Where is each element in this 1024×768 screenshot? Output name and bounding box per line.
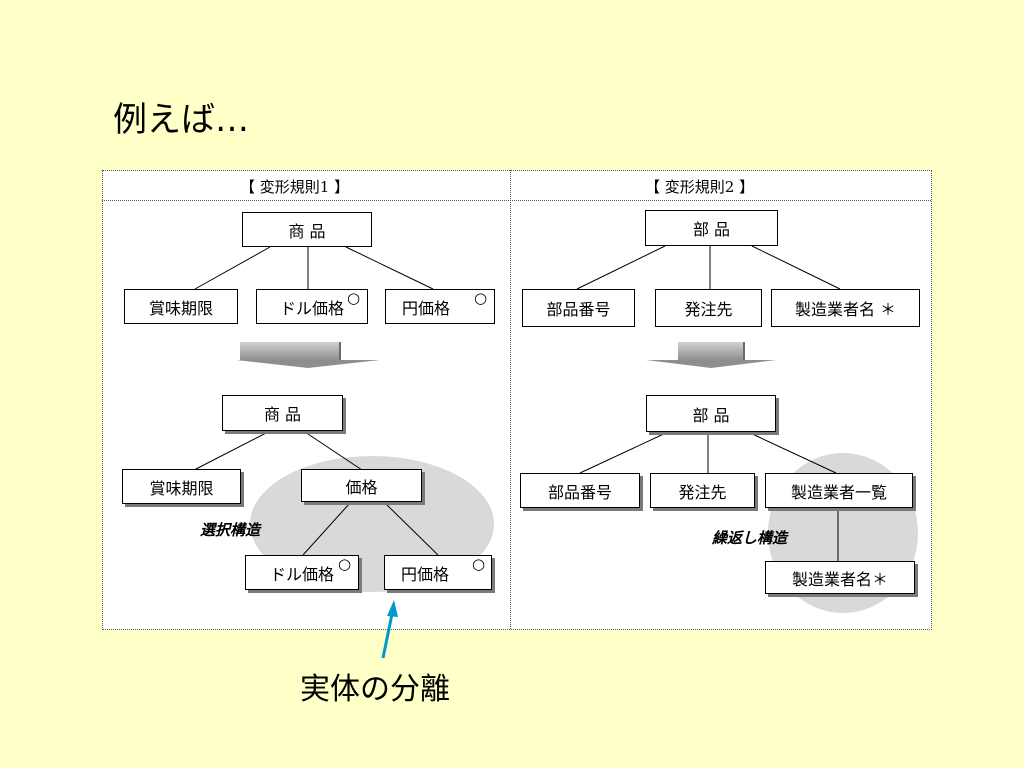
rule2-after-root: 部 品 <box>646 395 776 432</box>
caption: 実体の分離 <box>300 672 450 707</box>
optional-mark: ○ <box>472 555 486 573</box>
rule1-after-grandchild: ドル価格 <box>245 555 359 590</box>
structure-label: 繰返し構造 <box>712 529 788 547</box>
rule1-after-root: 商 品 <box>222 395 343 431</box>
optional-mark: ○ <box>474 289 488 307</box>
structure-label: 選択構造 <box>200 521 261 539</box>
rule2-before-root: 部 品 <box>645 210 778 246</box>
rule1-before-child: 円価格 <box>385 289 495 324</box>
separation-pointer-arrow <box>381 600 398 659</box>
slide-title: 例えば… <box>113 100 249 140</box>
rule2-heading: 【 変形規則2 】 <box>645 178 755 196</box>
rule1-after-child: 価格 <box>301 469 422 502</box>
rule2-transform-arrow <box>646 342 776 368</box>
rule2-before-child: 部品番号 <box>522 289 635 327</box>
rule1-after-child: 賞味期限 <box>122 469 241 504</box>
rule1-before-child: 賞味期限 <box>124 289 238 324</box>
rule1-before-root: 商 品 <box>242 212 372 247</box>
rule2-before-child: 発注先 <box>655 289 762 327</box>
column-divider <box>510 170 511 629</box>
header-divider <box>102 200 931 201</box>
rule2-after-child: 部品番号 <box>520 473 640 508</box>
rule1-heading: 【 変形規則1 】 <box>240 178 350 196</box>
optional-mark: ○ <box>338 555 352 573</box>
rule1-before-child: ドル価格 <box>256 289 368 324</box>
rule1-after-grandchild: 円価格 <box>384 555 492 590</box>
rule2-before-child: 製造業者名 ＊ <box>771 289 920 327</box>
rule2-after-child: 発注先 <box>650 473 755 508</box>
rule1-transform-arrow <box>236 342 380 368</box>
rule2-after-grandchild: 製造業者名＊ <box>765 561 915 594</box>
optional-mark: ○ <box>347 289 361 307</box>
rule2-after-child: 製造業者一覧 <box>765 473 913 508</box>
